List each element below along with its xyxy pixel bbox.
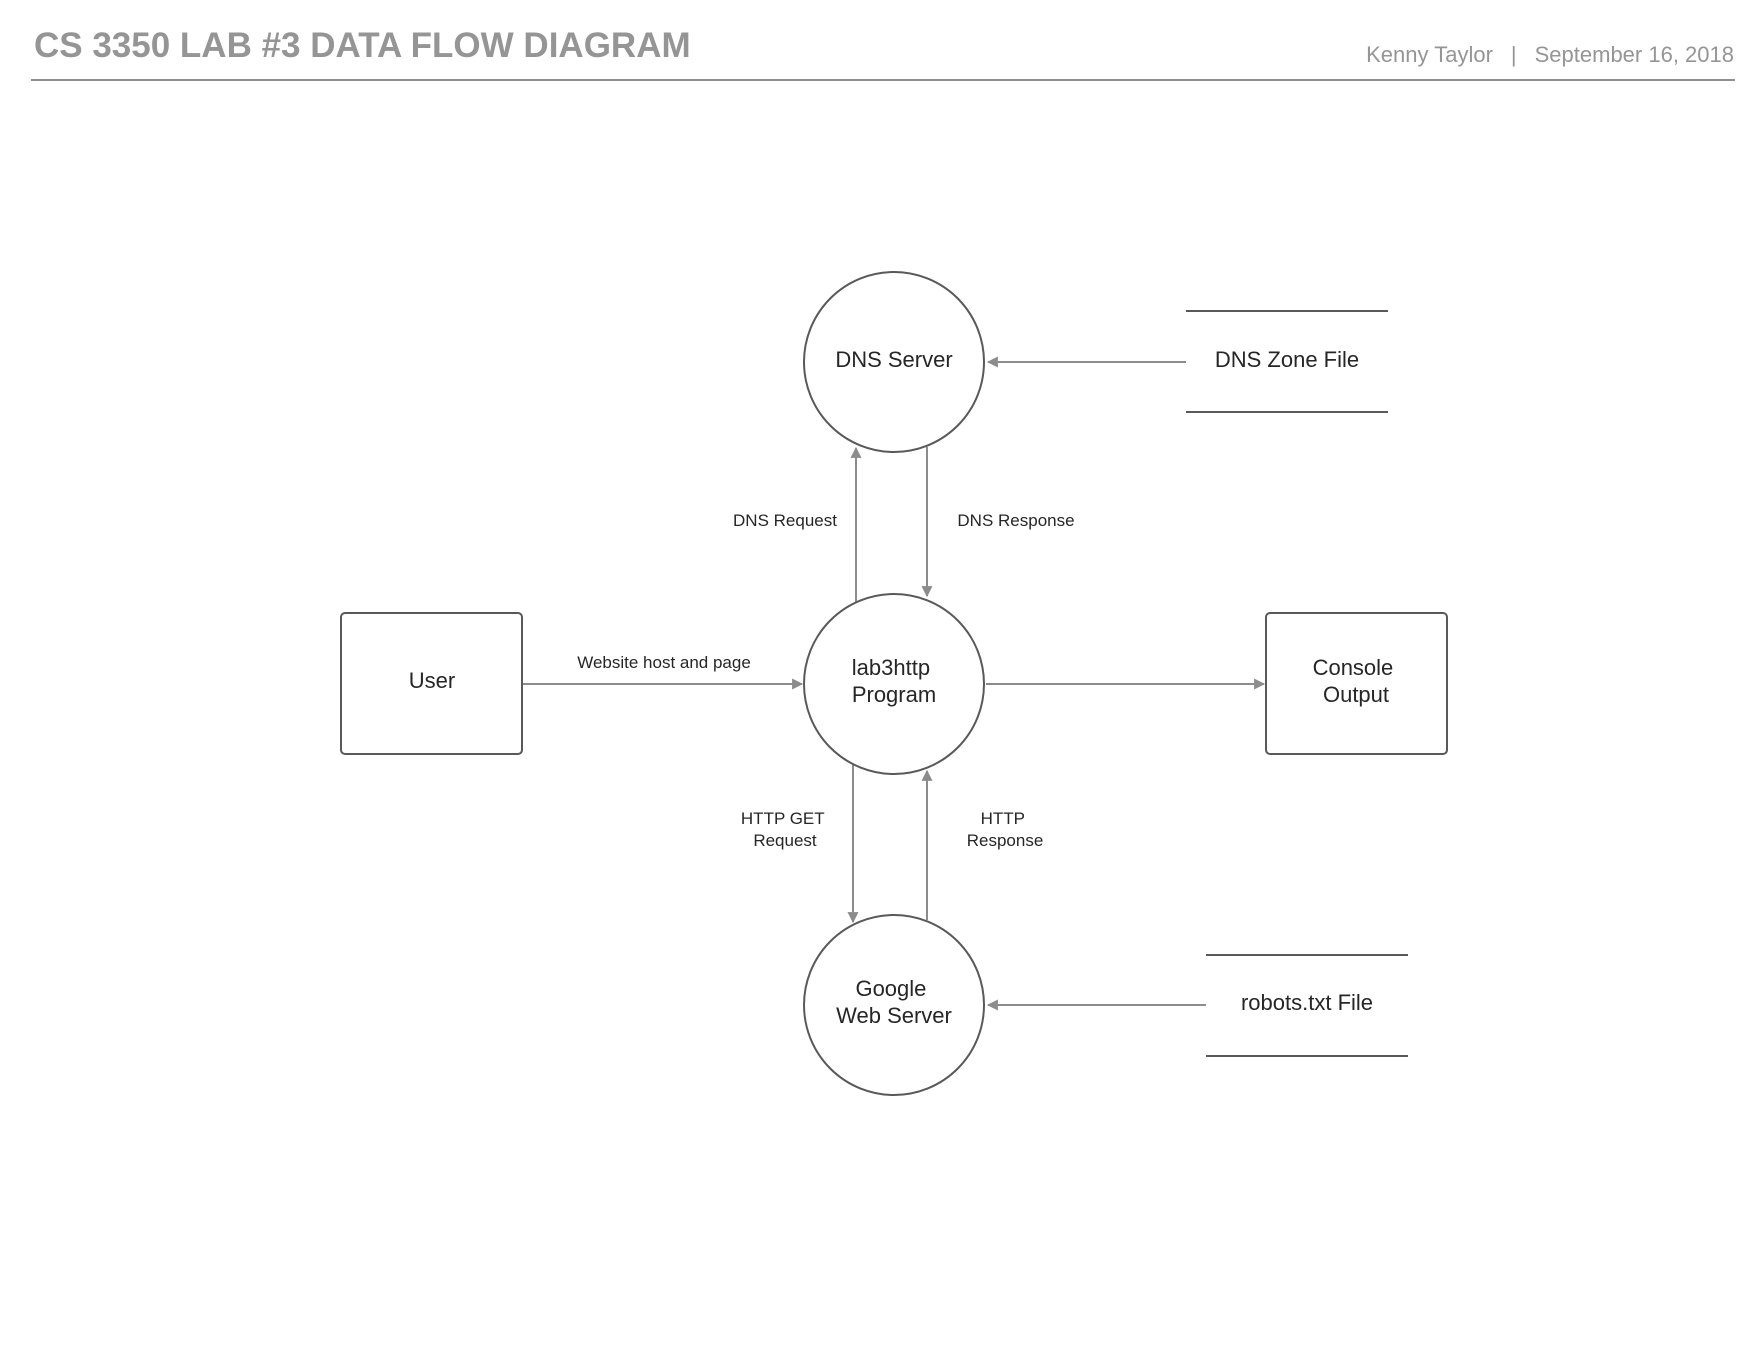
svg-text:DNS Server: DNS Server xyxy=(835,347,952,372)
http-get-label-line-1: HTTP GET xyxy=(741,809,824,828)
svg-text:Console Output: Console Output xyxy=(1313,655,1400,707)
google-label-line-2: Web Server xyxy=(836,1003,952,1028)
http-response-label-line-1: HTTP xyxy=(981,809,1025,828)
user-label: User xyxy=(409,668,455,693)
process-google-web-server: Google Web Server xyxy=(803,914,985,1096)
edge-label-http-response: HTTP Response xyxy=(967,809,1044,850)
dns-request-label: DNS Request xyxy=(733,511,837,530)
google-label-line-1: Google xyxy=(855,976,926,1001)
console-label-line-1: Console xyxy=(1313,655,1394,680)
entity-box xyxy=(1265,612,1448,755)
author-name: Kenny Taylor xyxy=(1366,42,1493,67)
process-dns-server: DNS Server xyxy=(803,271,985,453)
header-divider xyxy=(31,79,1735,81)
console-label-line-2: Output xyxy=(1323,682,1389,707)
svg-text:User: User xyxy=(409,668,455,693)
datastore-dns-zone-file: DNS Zone File xyxy=(1186,310,1388,413)
process-lab3http-program: lab3http Program xyxy=(803,593,985,775)
edge-label-dns-request: DNS Request xyxy=(733,511,837,530)
header-separator: | xyxy=(1510,42,1517,67)
dns-server-label: DNS Server xyxy=(835,347,952,372)
process-circle xyxy=(803,593,985,775)
entity-box xyxy=(340,612,523,755)
svg-text:robots.txt File: robots.txt File xyxy=(1241,990,1373,1015)
svg-text:Google Web Server: Google Web Server xyxy=(836,976,952,1028)
entity-user: User xyxy=(340,612,523,755)
process-circle xyxy=(803,914,985,1096)
svg-text:lab3http Program: lab3http Program xyxy=(852,655,936,707)
robots-file-label: robots.txt File xyxy=(1241,990,1373,1015)
process-circle xyxy=(803,271,985,453)
flow-arrows xyxy=(523,356,1266,1011)
datastore-robots-txt-file: robots.txt File xyxy=(1206,954,1408,1057)
program-label-line-1: lab3http xyxy=(852,655,930,680)
http-get-label-line-2: Request xyxy=(753,831,817,850)
edge-label-dns-response: DNS Response xyxy=(957,511,1074,530)
dns-zone-file-label: DNS Zone File xyxy=(1215,347,1359,372)
document-date: September 16, 2018 xyxy=(1534,42,1734,67)
page-title: CS 3350 LAB #3 DATA FLOW DIAGRAM xyxy=(34,26,691,65)
website-host-label: Website host and page xyxy=(577,653,751,672)
http-response-label-line-2: Response xyxy=(967,831,1044,850)
header-meta: Kenny Taylor | September 16, 2018 xyxy=(1366,42,1734,68)
svg-text:DNS Zone File: DNS Zone File xyxy=(1215,347,1359,372)
edge-label-http-get-request: HTTP GET Request xyxy=(741,809,829,850)
entity-console-output: Console Output xyxy=(1265,612,1448,755)
edge-label-website-host: Website host and page xyxy=(577,653,751,672)
dns-response-label: DNS Response xyxy=(957,511,1074,530)
program-label-line-2: Program xyxy=(852,682,936,707)
